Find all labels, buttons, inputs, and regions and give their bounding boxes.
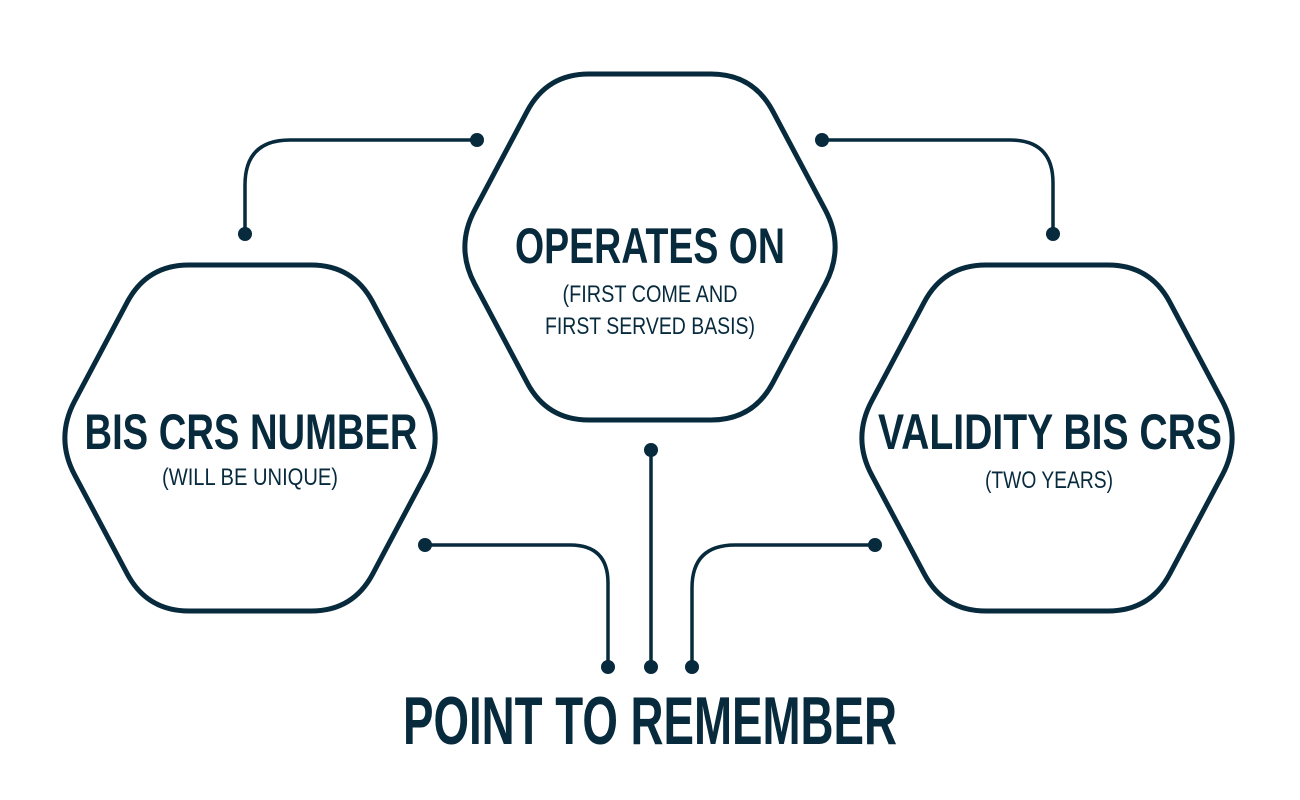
left-title: BIS CRS NUMBER <box>85 404 418 460</box>
connector-left-to-footer <box>423 543 610 669</box>
center-title: OPERATES ON <box>515 218 785 274</box>
right-title: VALIDITY BIS CRS <box>878 404 1222 460</box>
connector-dot <box>685 660 699 674</box>
left-subtitle: (WILL BE UNIQUE) <box>162 464 338 491</box>
connector-dot <box>470 133 484 147</box>
connector-center-to-right <box>820 138 1055 236</box>
connector-dots <box>238 133 1060 674</box>
right-subtitle: (TWO YEARS) <box>985 467 1113 494</box>
hexagon-right <box>859 262 1235 614</box>
connector-right-to-footer <box>690 543 877 669</box>
connector-dot <box>644 660 658 674</box>
connector-dot <box>238 227 252 241</box>
connector-dot <box>1046 227 1060 241</box>
connector-dot <box>815 133 829 147</box>
connector-center-to-left <box>243 138 479 236</box>
footer-title: POINT TO REMEMBER <box>403 683 897 759</box>
hexagon-left <box>62 262 438 614</box>
connector-dot <box>868 538 882 552</box>
connector-dot <box>418 538 432 552</box>
connector-dot <box>601 660 615 674</box>
connector-dot <box>644 443 658 457</box>
center-subtitle-line2: FIRST SERVED BASIS) <box>545 313 755 340</box>
center-subtitle-line1: (FIRST COME AND <box>563 281 738 308</box>
hexagon-center <box>462 71 838 423</box>
